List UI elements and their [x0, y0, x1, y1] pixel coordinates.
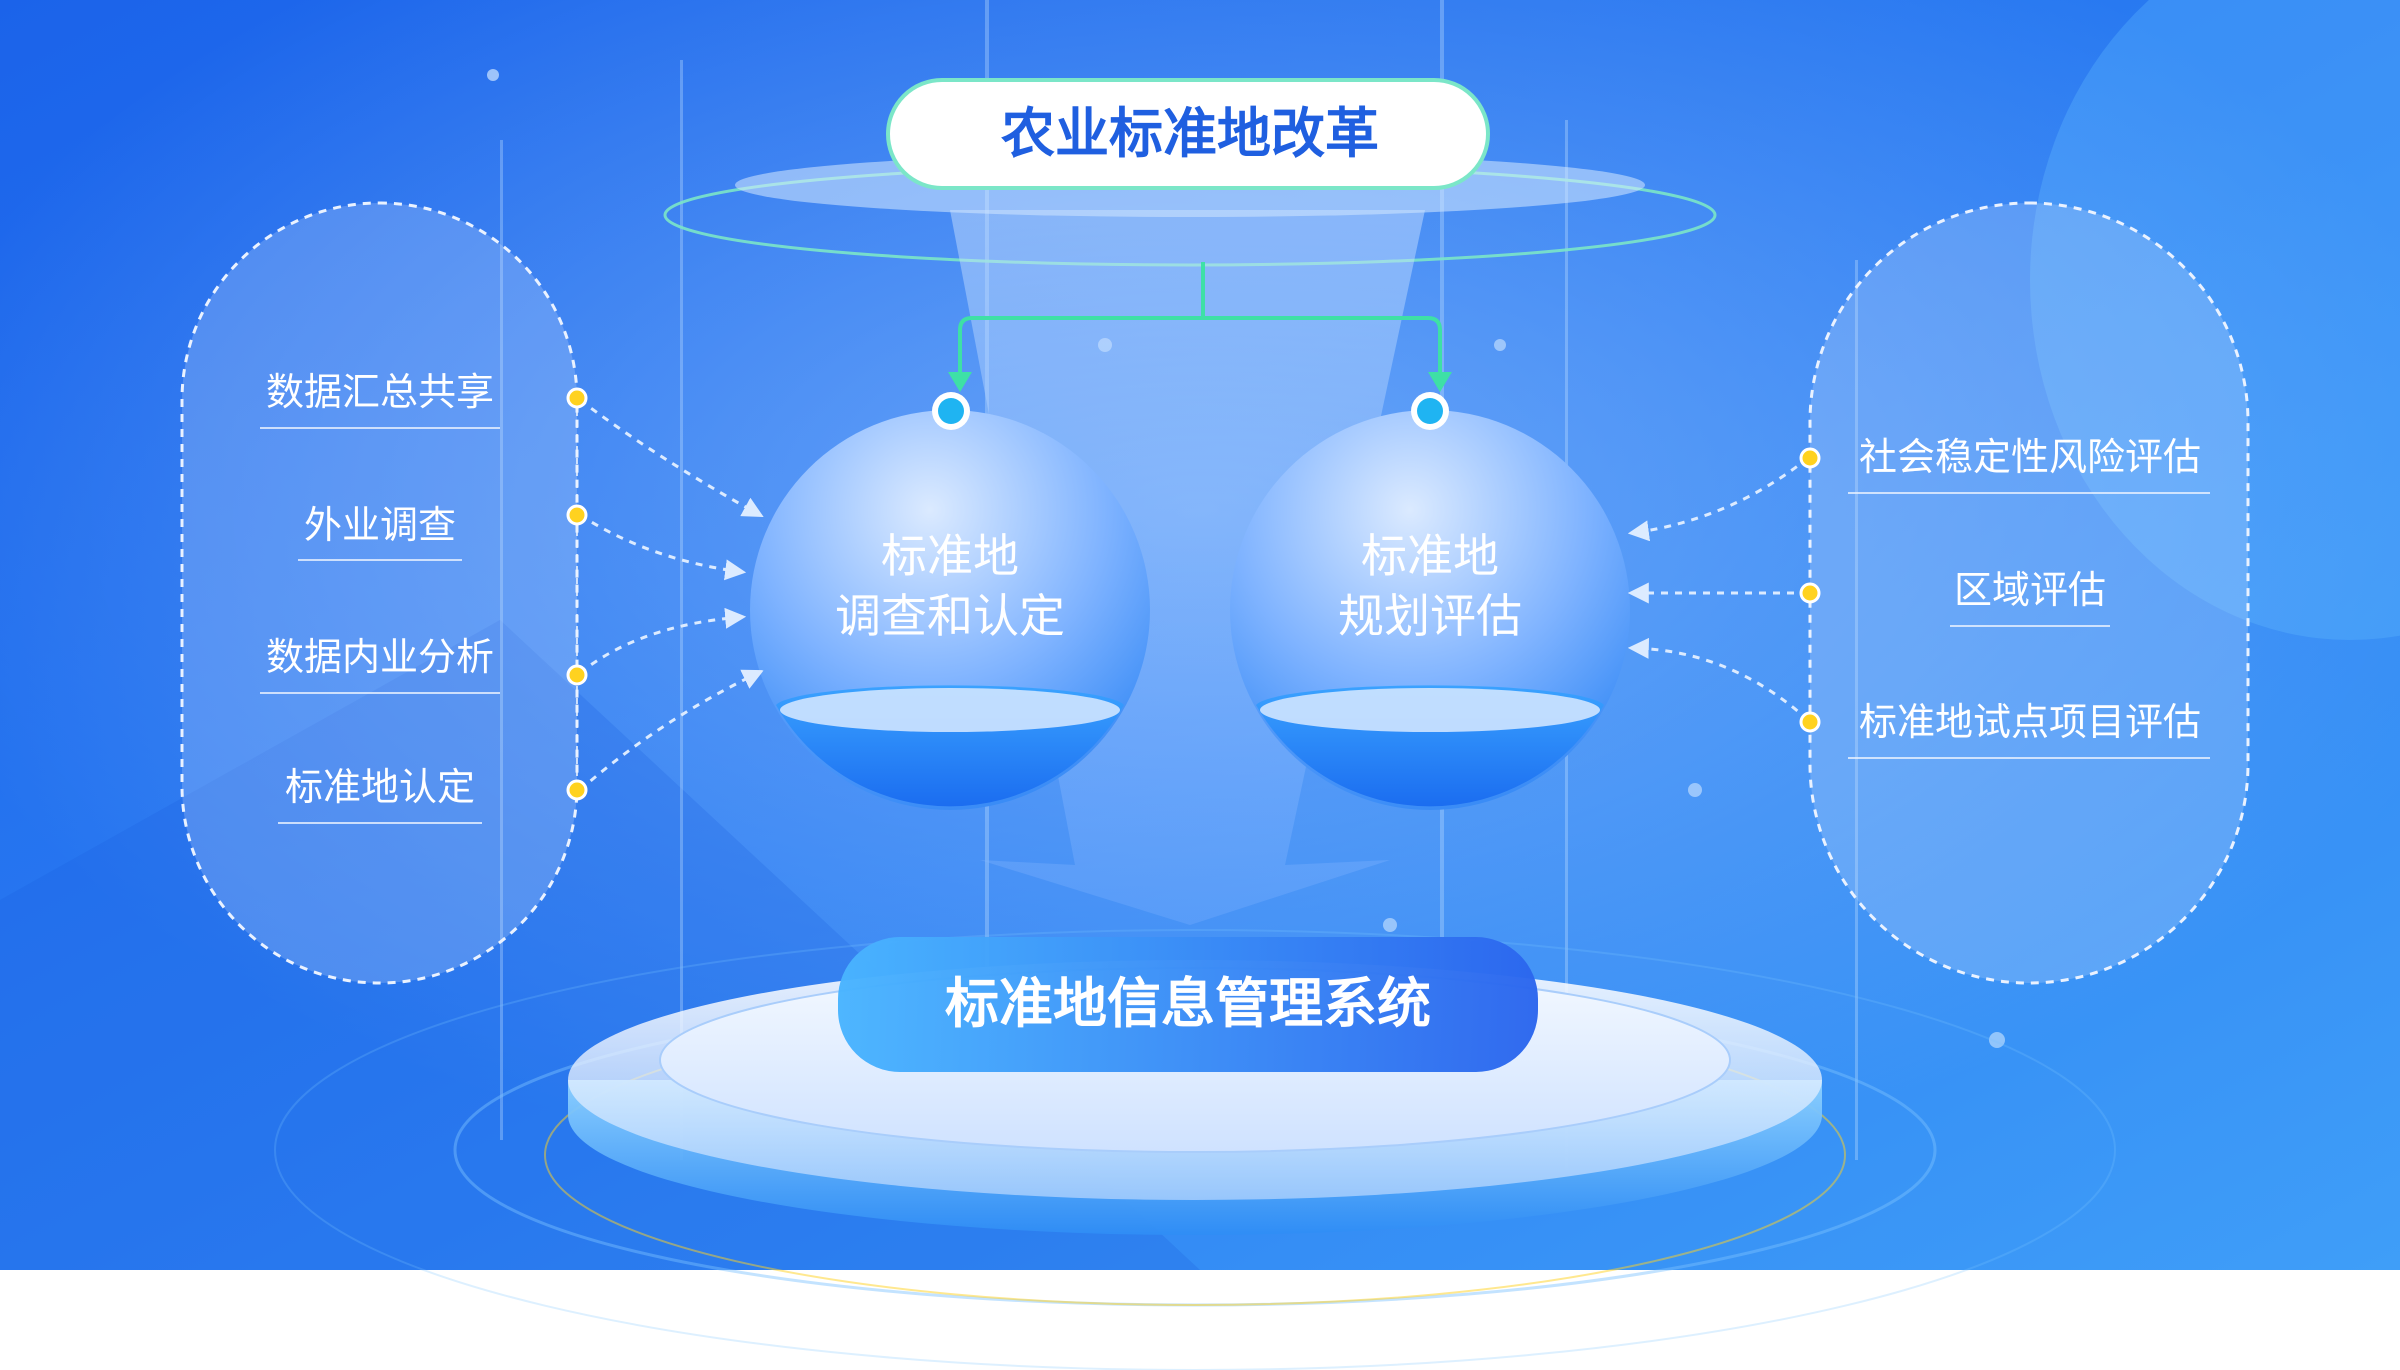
- left-item-label: 标准地认定: [285, 765, 475, 809]
- node-dot-left-core: [938, 398, 964, 424]
- left-arrows: [579, 398, 764, 792]
- bullet-icon: [566, 504, 588, 526]
- right-bullets: [1799, 447, 1821, 733]
- right-capsule: [1808, 201, 2250, 985]
- right-item-label: 标准地试点项目评估: [1859, 700, 2201, 744]
- bullet-icon: [566, 779, 588, 801]
- left-node-subtitle: 调查和认定: [835, 589, 1065, 643]
- title-pill: 农业标准地改革: [886, 78, 1490, 190]
- page-title: 农业标准地改革: [1001, 102, 1379, 165]
- right-node-title: 标准地: [1361, 529, 1499, 583]
- left-item-label: 外业调查: [304, 503, 456, 547]
- system-title: 标准地信息管理系统: [945, 972, 1431, 1035]
- left-item-label: 数据内业分析: [266, 635, 494, 679]
- arrow-head-right: [1428, 372, 1452, 392]
- bullet-icon: [566, 387, 588, 409]
- left-capsule: [180, 201, 579, 985]
- left-items: 数据汇总共享 外业调查 数据内业分析 标准地认定: [260, 370, 500, 824]
- arrow-head-left: [948, 372, 972, 392]
- left-bullets: [566, 387, 588, 801]
- bullet-icon: [1799, 447, 1821, 469]
- right-items: 社会稳定性风险评估 区域评估 标准地试点项目评估: [1848, 435, 2210, 759]
- right-item-label: 区域评估: [1954, 568, 2106, 612]
- right-node-subtitle: 规划评估: [1338, 589, 1522, 643]
- left-item-label: 数据汇总共享: [266, 370, 494, 414]
- right-item-label: 社会稳定性风险评估: [1859, 435, 2201, 479]
- bullet-icon: [1799, 582, 1821, 604]
- bullet-icon: [1799, 711, 1821, 733]
- sphere-left: [750, 410, 1150, 810]
- bullet-icon: [566, 664, 588, 686]
- title-connector: [948, 262, 1452, 392]
- right-arrows: [1627, 456, 1810, 722]
- node-dot-right-core: [1417, 398, 1443, 424]
- system-pill: 标准地信息管理系统: [838, 937, 1538, 1072]
- sphere-right: [1230, 410, 1630, 810]
- left-node-title: 标准地: [881, 529, 1019, 583]
